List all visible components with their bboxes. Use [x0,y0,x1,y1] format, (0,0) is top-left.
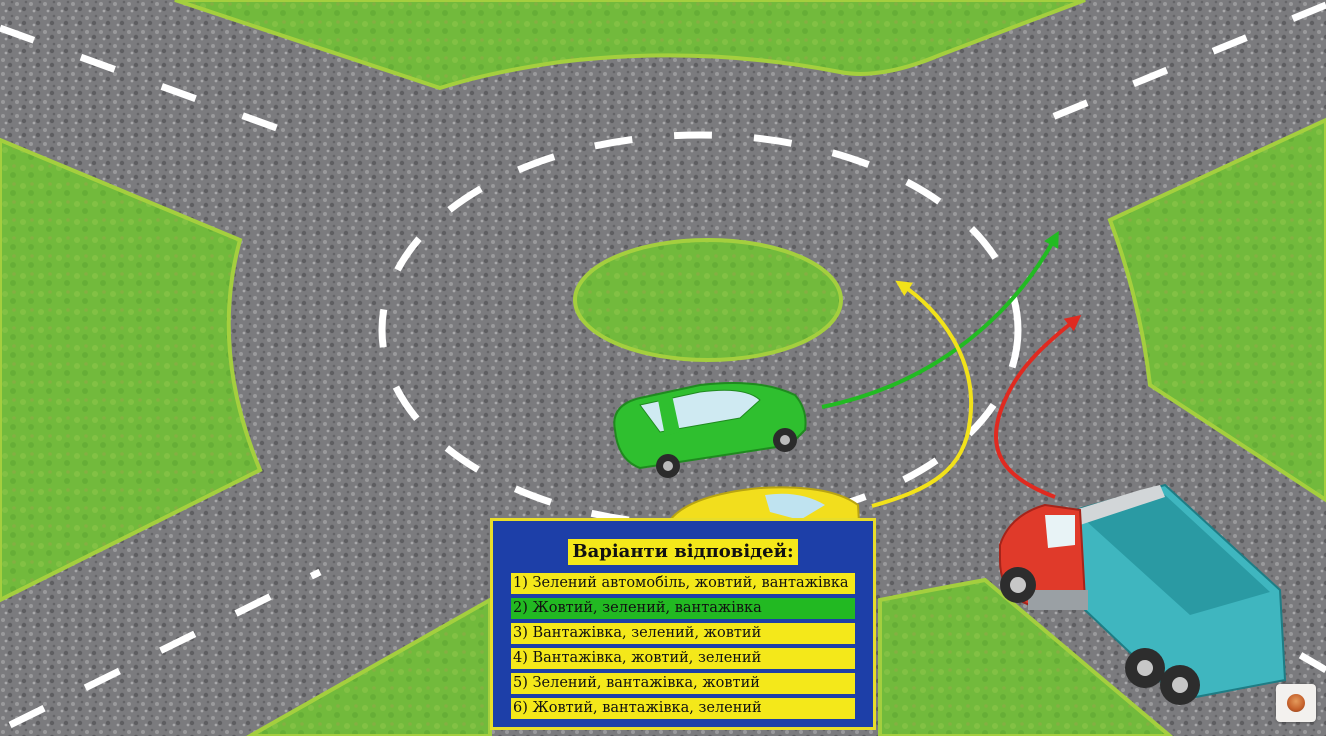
answers-title: Варіанти відповідей: [568,539,798,565]
answer-option-3[interactable]: 3) Вантажівка, зелений, жовтий [511,623,855,644]
answers-panel: Варіанти відповідей: 1) Зелений автомобі… [490,518,876,730]
red-route-arrow [993,315,1082,499]
answer-option-6[interactable]: 6) Жовтий, вантажівка, зелений [511,698,855,719]
green-car [613,381,807,478]
answer-option-1[interactable]: 1) Зелений автомобіль, жовтий, вантажівк… [511,573,855,594]
yellow-route-arrow [871,280,974,508]
answer-option-5[interactable]: 5) Зелений, вантажівка, жовтий [511,673,855,694]
dump-truck [999,483,1287,705]
channel-logo-icon [1276,684,1316,722]
answer-option-4[interactable]: 4) Вантажівка, жовтий, зелений [511,648,855,669]
route-arrows [821,230,1082,508]
answer-option-2[interactable]: 2) Жовтий, зелений, вантажівка [511,598,855,619]
central-island [573,238,843,362]
green-route-arrow [821,230,1059,409]
